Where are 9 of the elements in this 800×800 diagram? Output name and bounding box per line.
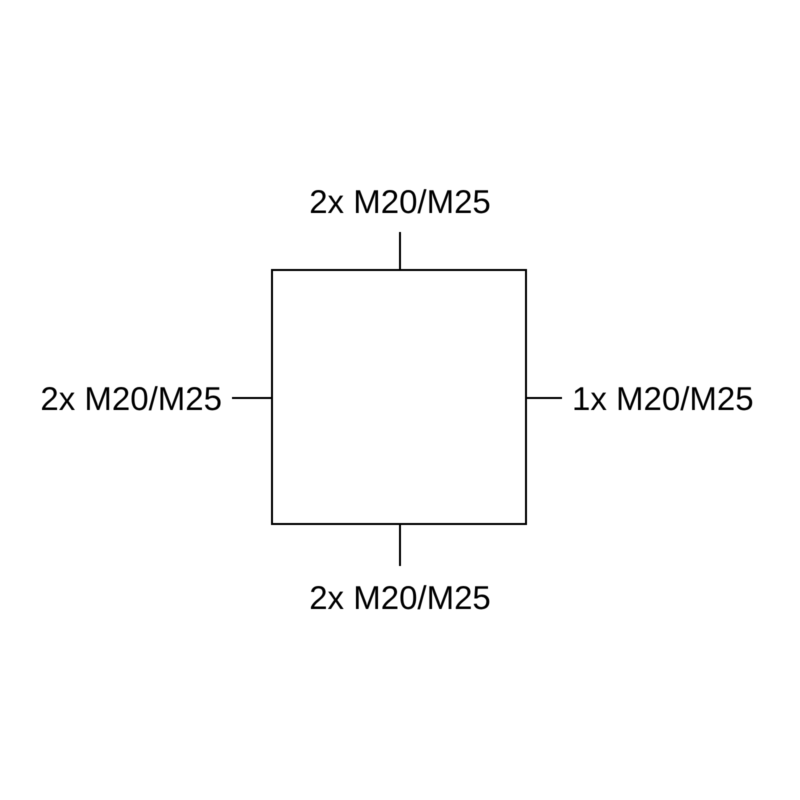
port-label: 2x M20/M25 [278, 180, 522, 222]
port-label: 2x M20/M25 [0, 377, 222, 419]
enclosure-box [271, 269, 527, 525]
port-label: 2x M20/M25 [278, 576, 522, 618]
leader-line [399, 232, 401, 269]
port-label: 1x M20/M25 [572, 377, 800, 419]
leader-line [399, 525, 401, 566]
leader-line [527, 397, 562, 399]
leader-line [232, 397, 271, 399]
